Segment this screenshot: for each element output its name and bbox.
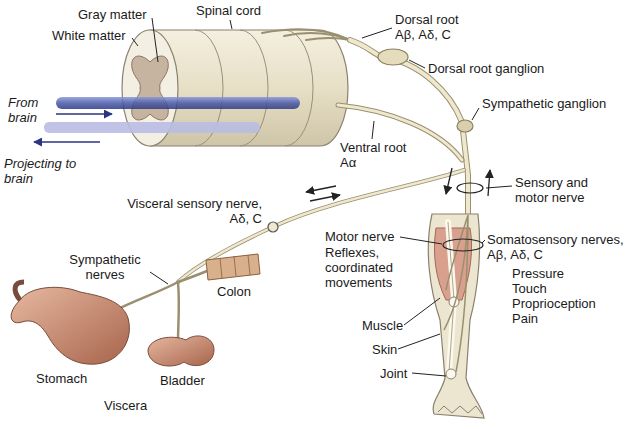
leader-line [230,20,232,29]
viscera-organ [15,282,24,300]
nerve-fiber [178,170,464,282]
leader-line [482,240,485,243]
ganglion [457,120,473,132]
part-label: Reflexes, coordinated movements [325,245,413,290]
part-label: Somatosensory nerves, Aβ, Aδ, C [487,232,625,262]
spinal-tract [56,113,112,115]
flow-arrow [488,170,490,196]
nerve-fiber [306,38,350,40]
leader-line [486,186,512,188]
viscera-organ [220,255,250,278]
spinal-tract [34,141,100,143]
leader-line [400,237,442,244]
part-label: Pain [512,311,538,326]
viscera-organ [11,254,260,366]
leader-line [150,272,168,284]
part-label: From brain [8,95,54,125]
ganglion [268,49,473,232]
leader-line [409,60,425,68]
hind-leg [446,369,456,379]
viscera-organ [206,254,260,280]
spinal-cord [285,30,313,146]
flow-arrow [446,168,452,194]
part-label: Sympathetic ganglion [482,96,606,111]
leader-line [412,373,446,376]
flow-arrow [310,195,340,201]
part-label: Dorsal root ganglion [428,61,544,76]
nerve-fiber [262,29,350,40]
part-label: Projecting to brain [4,156,84,186]
nerve-fiber [177,282,180,342]
spinal-tract [44,122,260,133]
part-label: Viscera [104,398,147,413]
part-label: Gray matter [78,7,147,22]
part-label: Ventral root Aα [340,140,420,170]
ganglion [268,222,278,232]
part-label: Pressure [512,266,564,281]
leader-line [132,38,138,46]
part-label: Colon [217,284,251,299]
part-label: Skin [372,342,397,357]
part-label: White matter [52,28,126,43]
nerve-fiber [178,170,464,282]
ganglion [378,49,408,65]
viscera-organ [148,336,214,366]
hind-leg [438,406,482,414]
leader-line [152,18,158,62]
flow-arrow [306,186,336,192]
part-label: Touch [512,281,547,296]
nerve-fiber [284,33,350,40]
part-label: Joint [380,366,407,381]
leader-line [372,121,374,139]
hind-leg [443,239,483,251]
leader-line [362,28,392,38]
viscera-organ [11,287,129,364]
spinal-tract [56,97,300,109]
spinal-tract [34,97,300,142]
part-label: Stomach [36,371,87,386]
hind-leg [428,214,484,418]
spinal-cord [132,56,169,120]
part-label: Bladder [160,373,205,388]
part-label: Spinal cord [196,3,261,18]
part-label: Sympathetic nerves [60,252,150,282]
part-label: Muscle [362,318,403,333]
part-label: Motor nerve [325,229,394,244]
part-label: Proprioception [512,296,596,311]
part-label: Visceral sensory nerve, Aδ, C [116,196,262,226]
leader-line [404,298,440,325]
hind-leg [457,183,483,193]
leader-line [472,108,479,120]
part-label: Dorsal root Aβ, Aδ, C [395,12,480,42]
part-label: Sensory and motor nerve [515,175,615,205]
nerve-fiber [112,29,468,342]
leader-line [398,334,440,349]
flow-arrow [306,168,490,201]
